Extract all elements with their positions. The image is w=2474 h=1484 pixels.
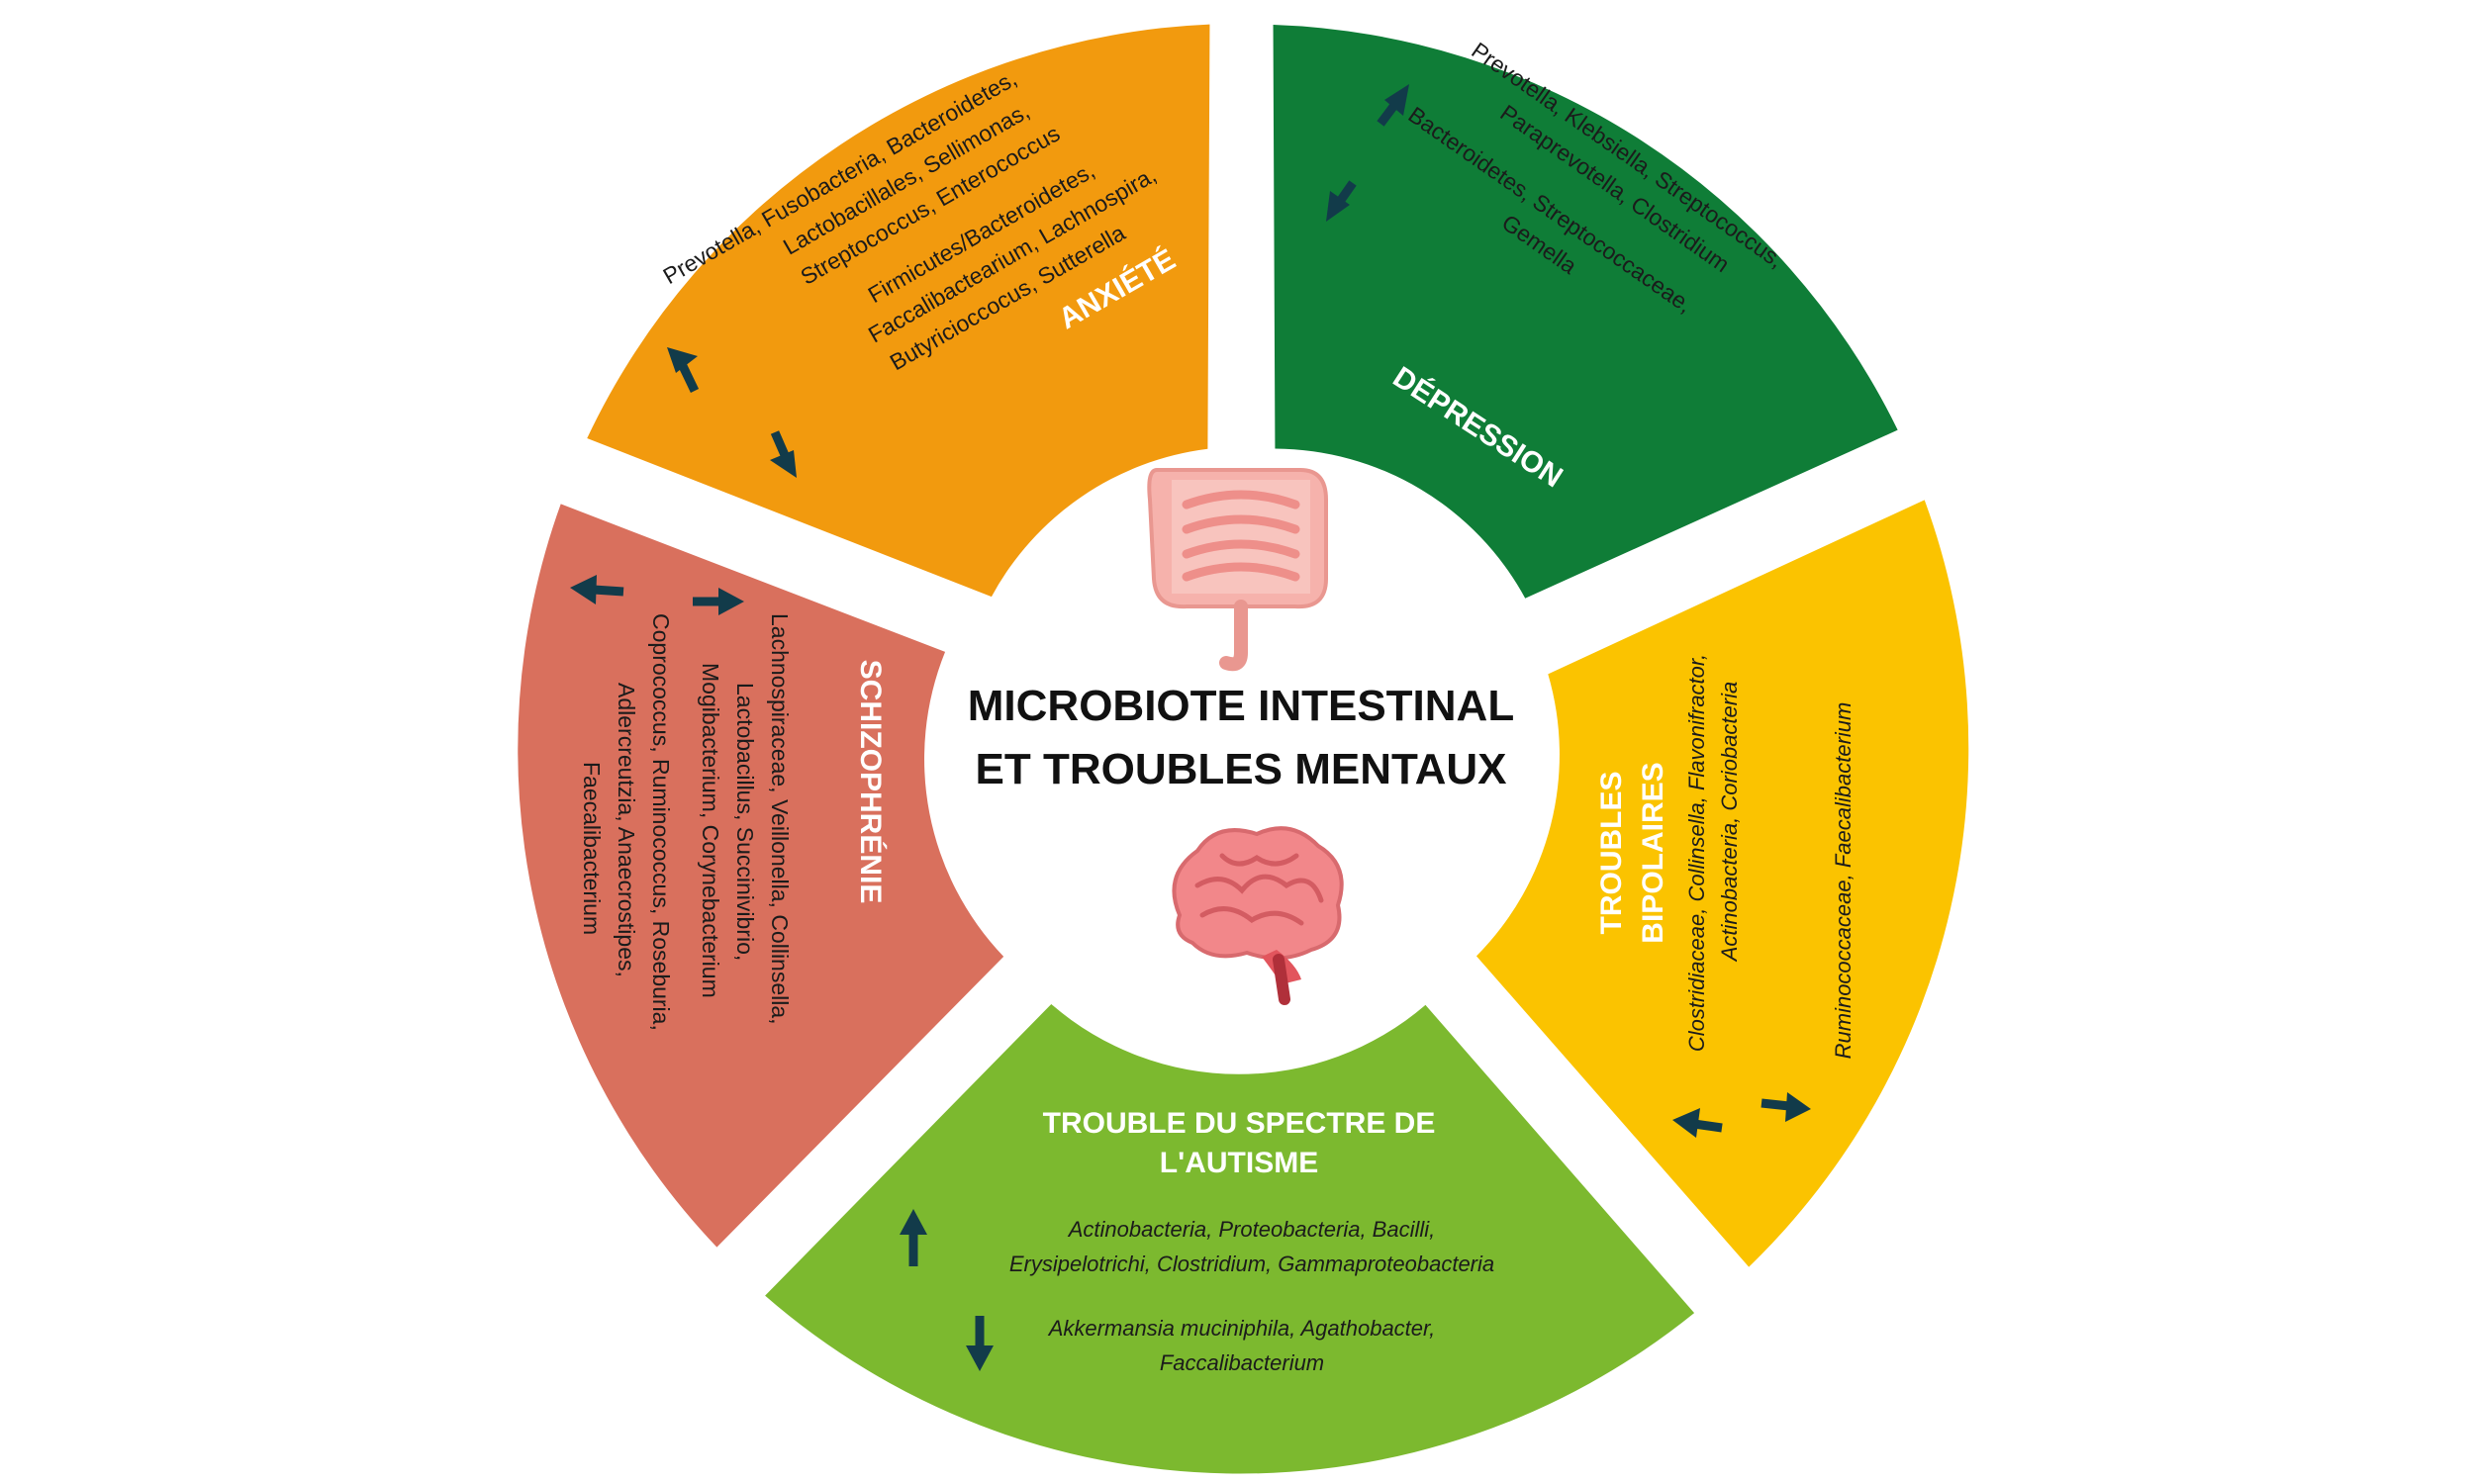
schizophrenia-up-line-1: Coprococcus, Ruminococcus, Roseburia, bbox=[648, 613, 674, 1031]
autism-down-line-1: Akkermansia muciniphila, Agathobacter, bbox=[1047, 1316, 1436, 1341]
schizophrenia-up-line-2: Adlercreutzia, Anaecrostipes, bbox=[614, 683, 639, 977]
center-title-line-1: MICROBIOTE INTESTINAL bbox=[968, 682, 1514, 730]
bipolar-up-line-1: Clostridiaceae, Collinsella, Flavonifrac… bbox=[1684, 654, 1709, 1052]
autism-up-line-2: Erysipelotrichi, Clostridium, Gammaprote… bbox=[1009, 1252, 1494, 1276]
anxiety-up-arrow bbox=[667, 347, 700, 393]
bipolar-title-line-2: BIPOLAIRES bbox=[1637, 762, 1669, 943]
schizophrenia-down-line-1: Lachnospiraceae, Veillonella, Collinsell… bbox=[767, 613, 793, 1025]
segment-depression bbox=[1273, 24, 1898, 599]
anxiety-down-arrow bbox=[770, 430, 797, 478]
bipolar-up-arrow bbox=[1672, 1108, 1723, 1138]
center-title-line-2: ET TROUBLES MENTAUX bbox=[976, 745, 1507, 793]
schizophrenia-right-arrow bbox=[693, 588, 744, 615]
segment-bipolar bbox=[1475, 500, 1969, 1267]
segment-anxiety bbox=[587, 24, 1210, 598]
intestine-icon bbox=[1147, 468, 1328, 672]
autism-up-line-1: Actinobacteria, Proteobacteria, Bacilli, bbox=[1067, 1217, 1436, 1242]
brain-icon bbox=[1172, 826, 1344, 1005]
schizophrenia-left-arrow bbox=[570, 575, 624, 604]
autism-down-line-2: Faccalibacterium bbox=[1160, 1350, 1324, 1375]
bipolar-down-line-1: Ruminococcaceae, Faecalibacterium bbox=[1831, 702, 1856, 1060]
bipolar-down-arrow bbox=[1760, 1092, 1811, 1122]
bipolar-up-line-2: Actinobacteria, Coriobacteria bbox=[1717, 682, 1742, 963]
autism-title-line-2: L'AUTISME bbox=[1160, 1147, 1318, 1179]
segment-autism bbox=[765, 1003, 1695, 1474]
depression-down-arrow bbox=[1326, 180, 1357, 222]
schizophrenia-down-line-2: Lactobacillus, Succinivibrio, bbox=[732, 683, 758, 961]
schizophrenia-up-line-3: Faecalibacterium bbox=[579, 762, 605, 935]
schizophrenia-down-line-3: Mogibacterium, Corynebacterium bbox=[698, 663, 723, 998]
autism-down-arrow bbox=[966, 1316, 994, 1371]
segment-schizophrenia bbox=[518, 504, 1004, 1248]
schizophrenia-title: SCHIZOPHRÉNIE bbox=[854, 660, 888, 904]
bipolar-title-line-1: TROUBLES bbox=[1595, 772, 1628, 935]
autism-up-arrow bbox=[900, 1209, 927, 1266]
autism-title-line-1: TROUBLE DU SPECTRE DE bbox=[1043, 1107, 1436, 1140]
depression-up-arrow bbox=[1377, 84, 1409, 127]
